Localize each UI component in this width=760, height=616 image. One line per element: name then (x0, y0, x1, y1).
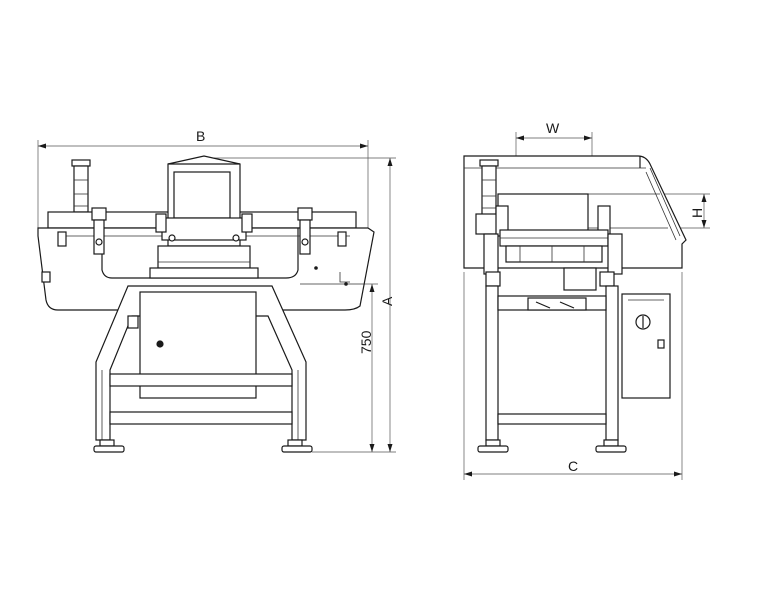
front-view: B A 750 (37, 128, 396, 453)
side-frame (485, 285, 619, 441)
dimension-w-label: W (546, 120, 560, 136)
base-frame (95, 285, 307, 441)
dimension-a: A (210, 157, 396, 453)
detector-head (149, 155, 259, 279)
belt-clamps (41, 207, 348, 286)
dimension-b-label: B (196, 128, 205, 144)
front-feet (93, 439, 313, 453)
side-view: W H C (463, 120, 710, 480)
dimension-a-label: A (379, 296, 395, 306)
dimension-h: H (660, 193, 710, 229)
dimension-750-label: 750 (358, 330, 374, 354)
dimension-b: B (37, 128, 369, 228)
side-cabinet (621, 293, 671, 399)
dimension-c-label: C (568, 458, 578, 474)
dimension-c: C (463, 272, 683, 480)
side-conveyor (475, 205, 623, 291)
control-panel-screen (173, 171, 231, 219)
side-feet (477, 439, 627, 453)
signal-tower (71, 159, 91, 213)
side-signal-tower (479, 159, 499, 217)
dimension-h-label: H (689, 208, 705, 218)
